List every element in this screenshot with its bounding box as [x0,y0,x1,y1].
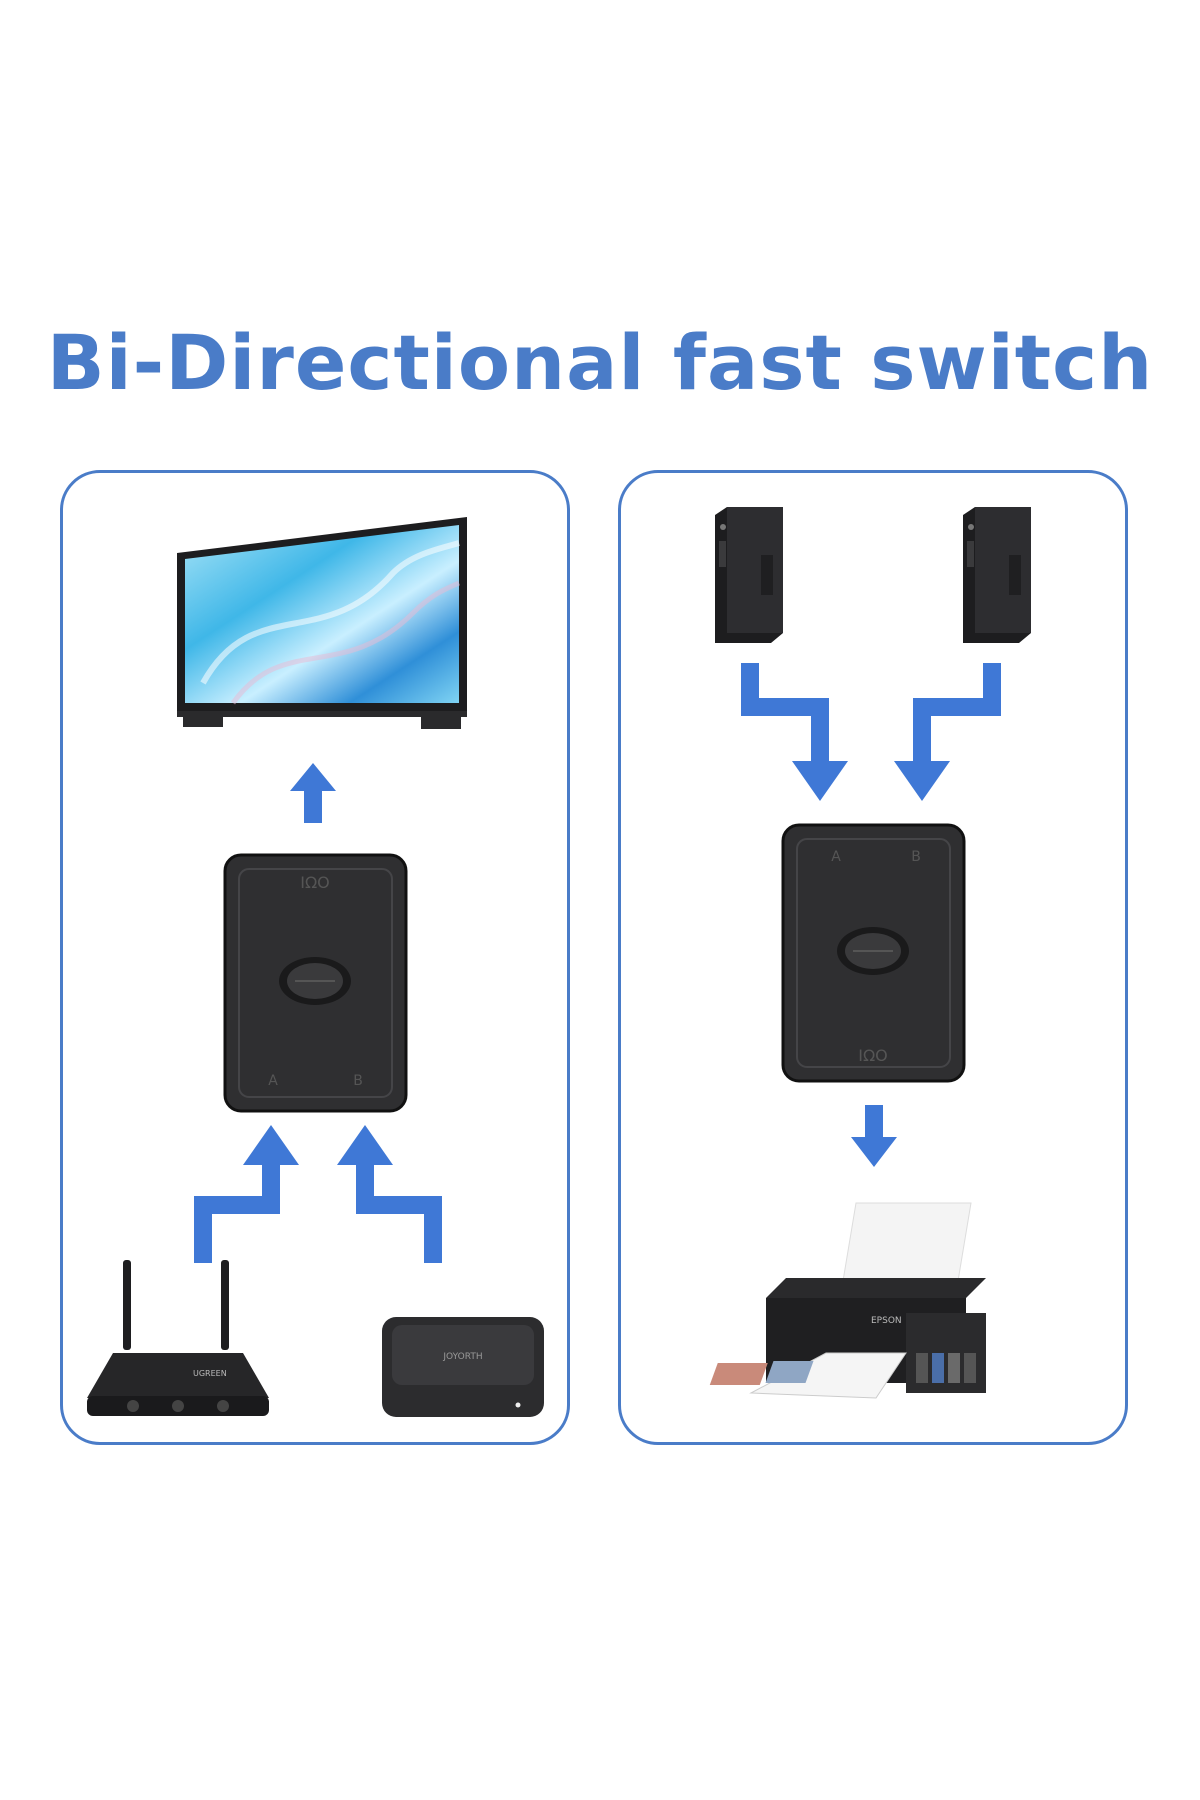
headline-title: Bi-Directional fast switch [46,318,1154,407]
switch-label: ΙΩΟ [858,1046,888,1065]
printer-icon: EPSON [709,1202,986,1399]
left-panel: ΙΩΟ A B UGREEN JOYORTH [60,470,570,1445]
switch-device-icon: ΙΩΟ A B [223,853,408,1113]
bluetooth-receiver-icon: UGREEN [87,1260,269,1416]
computer-tower-icon [963,507,1031,643]
port-b-label: B [911,849,921,865]
box-brand-label: JOYORTH [442,1352,482,1362]
arrow-up-icon [290,763,336,823]
merge-arrows-icon [194,1125,442,1263]
printer-brand-label: EPSON [871,1316,902,1326]
port-a-label: A [268,1073,278,1089]
television-icon [177,517,467,729]
switch-device-icon: A B ΙΩΟ [781,823,966,1083]
port-a-label: A [831,849,841,865]
port-b-label: B [353,1073,363,1089]
media-box-icon: JOYORTH [382,1317,544,1417]
switch-label: ΙΩΟ [300,873,330,892]
split-arrows-icon [741,663,1001,801]
computer-tower-icon [715,507,783,643]
receiver-brand-label: UGREEN [193,1369,227,1378]
right-panel: A B ΙΩΟ EPSON [618,470,1128,1445]
arrow-down-icon [851,1105,897,1167]
